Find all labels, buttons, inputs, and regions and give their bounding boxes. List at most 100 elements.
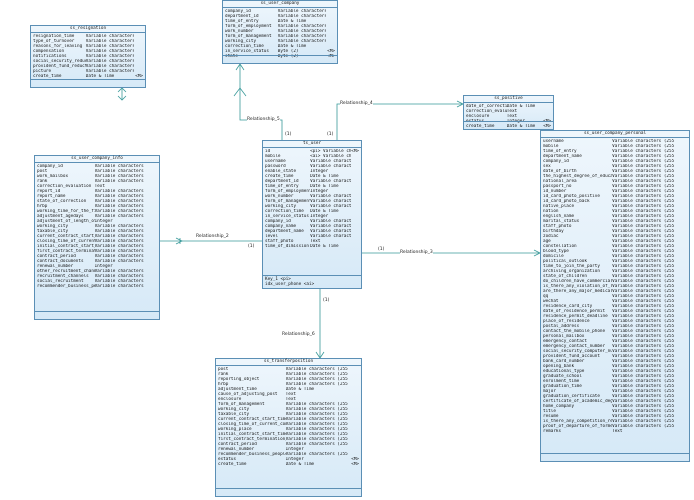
attribute-row[interactable]: social_security_computer_numberVariable …: [543, 349, 687, 354]
attribute-row[interactable]: social_security_reduction_monthVariable …: [33, 59, 143, 64]
attribute-row[interactable]: provident_fund_reduction_monthVariable c…: [33, 64, 143, 69]
attribute-row[interactable]: closing_time_of_current_contractVariable…: [218, 422, 359, 427]
attribute-row[interactable]: mobile<ai> Variable characters (40): [265, 154, 359, 159]
attribute-row[interactable]: working_time_for_the_first_timeVariable …: [37, 209, 157, 214]
attribute-row[interactable]: is_there_any_violation_of_law_or_discipl…: [543, 284, 687, 289]
attribute-row[interactable]: first_contract_termination_timeVariable …: [37, 249, 157, 254]
attribute-row[interactable]: do_children_have_commercial_insuranceVar…: [543, 279, 687, 284]
attribute-row[interactable]: id<pi> Variable characters (40)<M>: [265, 149, 359, 154]
attribute-row[interactable]: certificate_of_academic_degreeVariable c…: [543, 399, 687, 404]
attribute-row[interactable]: are_there_any_major_medical_historiesVar…: [543, 289, 687, 294]
attribute-row[interactable]: date_of_correctionDate & Time: [466, 104, 551, 109]
attribute-row[interactable]: is_there_any_competition_restrictionVari…: [543, 419, 687, 424]
